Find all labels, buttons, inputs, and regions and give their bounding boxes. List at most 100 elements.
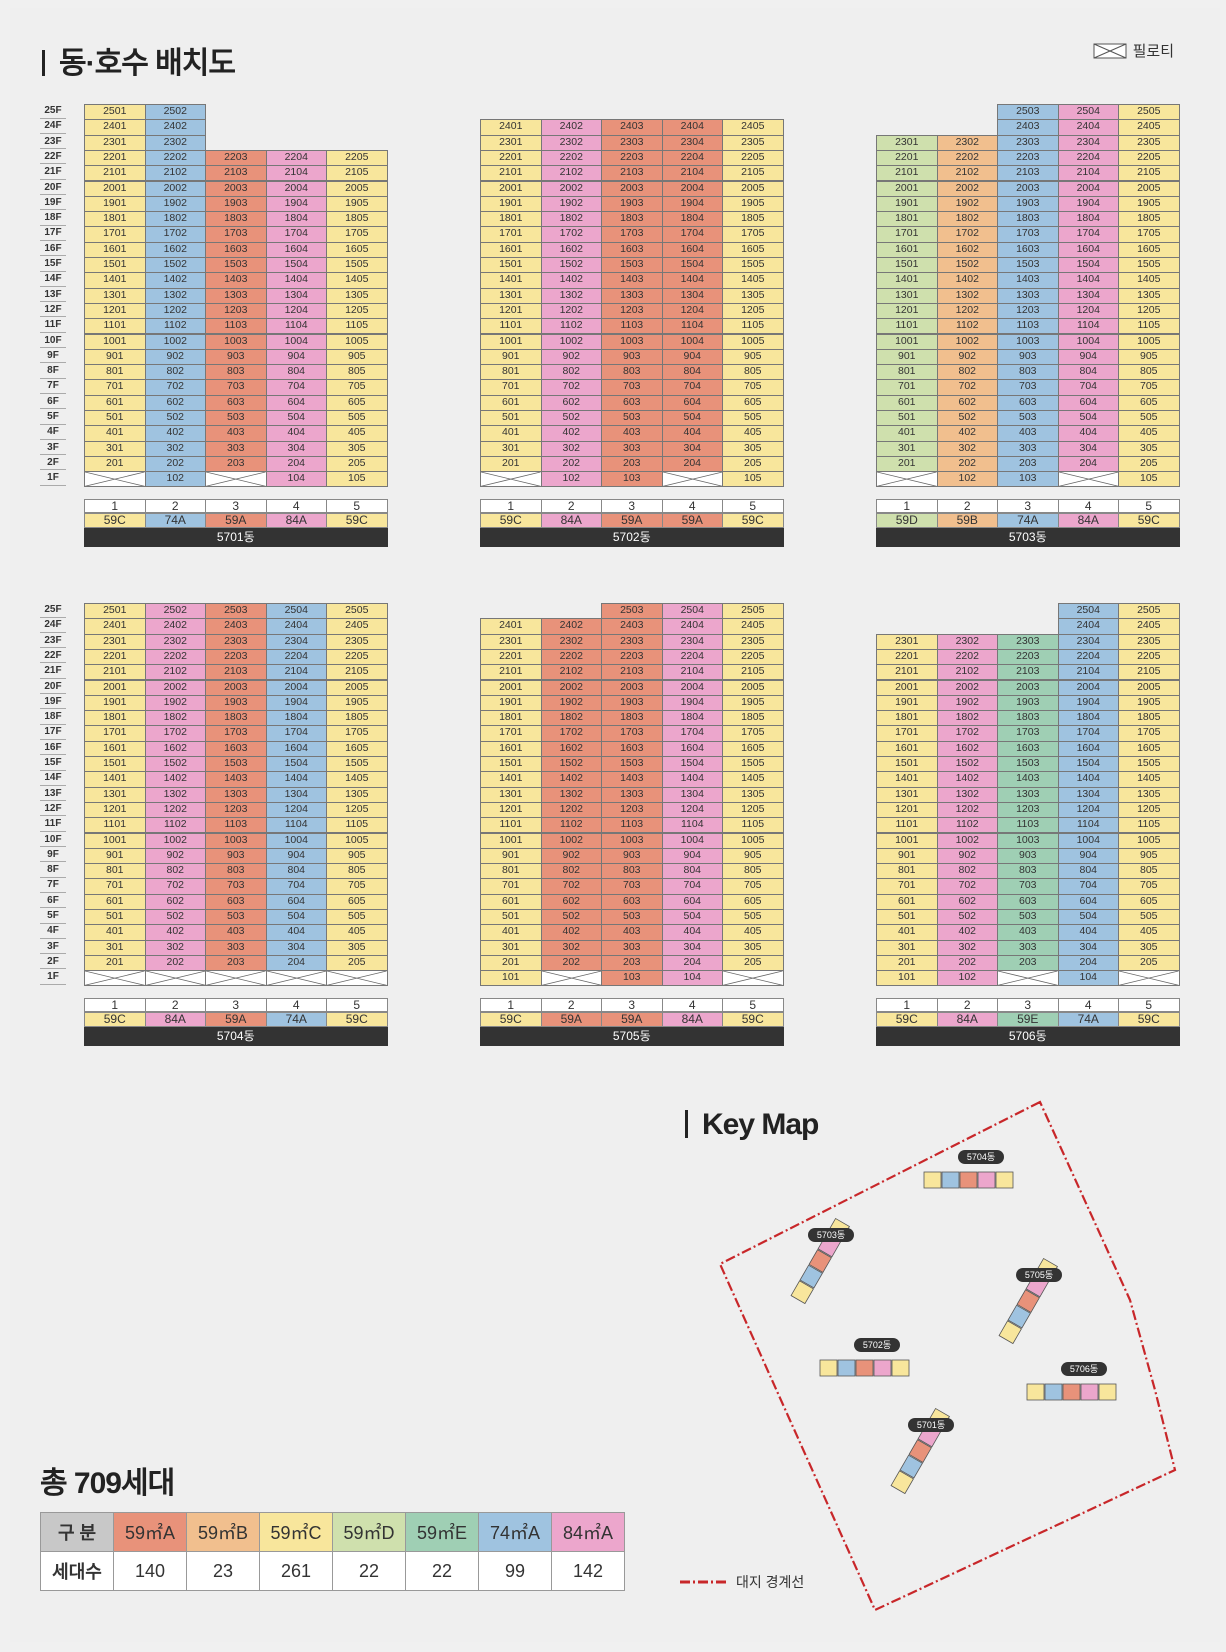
floor-label: 22F <box>40 150 66 165</box>
unit-cell: 402 <box>540 924 602 941</box>
unit-cell: 403 <box>997 425 1059 442</box>
unit-type: 59C <box>722 1011 784 1027</box>
unit-cell: 1502 <box>936 756 998 773</box>
unit-cell: 2103 <box>205 165 267 182</box>
unit-cell: 502 <box>936 909 998 926</box>
unit-cell: 1104 <box>265 817 327 834</box>
unit-cell: 601 <box>84 893 146 910</box>
unit-cell: 1601 <box>480 740 542 757</box>
unit-cell: 2301 <box>876 134 938 151</box>
unit-cell: 1405 <box>1118 272 1180 289</box>
unit-cell: 505 <box>326 909 388 926</box>
unit-cell: 305 <box>326 440 388 457</box>
unit-cell: 2204 <box>265 149 327 167</box>
summary-type-header: 59㎡E <box>405 1512 479 1552</box>
unit-cell: 1102 <box>540 318 602 335</box>
unit-cell: 203 <box>601 455 663 473</box>
unit-cell: 503 <box>601 410 663 427</box>
unit-type: 59C <box>722 512 784 528</box>
unit-cell: 1201 <box>84 302 146 320</box>
unit-cell: 2003 <box>601 679 663 696</box>
unit-cell: 2001 <box>84 679 146 696</box>
unit-cell: 1501 <box>876 756 938 773</box>
unit-cell: 1004 <box>661 832 723 849</box>
floor-label: 7F <box>40 878 66 893</box>
unit-cell: 1002 <box>540 333 602 350</box>
unit-cell: 1705 <box>722 725 784 742</box>
unit-cell: 2204 <box>1057 648 1119 666</box>
unit-cell: 802 <box>936 863 998 880</box>
unit-cell: 1205 <box>1118 302 1180 320</box>
unit-cell: 2204 <box>661 648 723 666</box>
floor-label: 5F <box>40 410 66 425</box>
unit-cell: 101 <box>480 970 542 987</box>
unit-cell: 1501 <box>84 257 146 274</box>
line-number: 2 <box>144 498 206 513</box>
unit-cell: 2401 <box>480 618 542 635</box>
unit-cell: 401 <box>480 425 542 442</box>
unit-cell: 1805 <box>1118 710 1180 727</box>
key-map-unit <box>837 1359 856 1377</box>
unit-cell: 2003 <box>205 679 267 696</box>
unit-cell: 302 <box>936 939 998 956</box>
unit-cell: 1704 <box>265 226 327 243</box>
unit-cell: 901 <box>84 348 146 366</box>
unit-cell: 405 <box>1118 924 1180 941</box>
unit-cell: 702 <box>540 379 602 396</box>
unit-cell: 504 <box>661 909 723 926</box>
unit-type: 59C <box>480 512 542 528</box>
unit-cell: 1202 <box>144 302 206 320</box>
unit-cell: 802 <box>540 364 602 381</box>
unit-cell: 701 <box>84 379 146 396</box>
unit-cell: 2302 <box>540 134 602 151</box>
piloti-icon <box>1093 43 1127 58</box>
unit-type: 59D <box>876 512 938 528</box>
unit-cell: 902 <box>540 348 602 366</box>
unit-cell: 603 <box>997 893 1059 910</box>
unit-cell: 1505 <box>722 756 784 773</box>
unit-cell: 303 <box>205 939 267 956</box>
summary-type-header: 59㎡D <box>332 1512 406 1552</box>
unit-cell: 1501 <box>480 257 542 274</box>
unit-cell: 803 <box>601 364 663 381</box>
unit-cell: 1305 <box>722 786 784 803</box>
unit-cell: 2203 <box>205 149 267 167</box>
unit-cell: 102 <box>936 471 998 488</box>
unit-cell: 804 <box>661 364 723 381</box>
floor-label: 25F <box>40 104 66 119</box>
building-name: 5701동 <box>84 527 388 547</box>
unit-cell: 1001 <box>84 832 146 849</box>
unit-cell: 1404 <box>1057 272 1119 289</box>
floor-label: 1F <box>40 471 66 486</box>
unit-cell: 1802 <box>936 710 998 727</box>
unit-cell: 1001 <box>876 333 938 350</box>
unit-cell: 1804 <box>265 211 327 228</box>
unit-cell: 1503 <box>601 257 663 274</box>
summary-type-header: 74㎡A <box>478 1512 552 1552</box>
unit-cell: 2301 <box>84 633 146 650</box>
unit-cell: 1705 <box>1118 725 1180 742</box>
unit-type: 84A <box>144 1011 206 1027</box>
unit-cell: 1005 <box>722 333 784 350</box>
unit-cell: 1803 <box>997 710 1059 727</box>
unit-cell: 703 <box>601 379 663 396</box>
unit-cell: 2004 <box>265 180 327 197</box>
unit-cell: 2002 <box>540 679 602 696</box>
unit-cell: 1502 <box>540 756 602 773</box>
unit-cell: 604 <box>265 893 327 910</box>
unit-cell: 2103 <box>205 664 267 681</box>
floor-label: 6F <box>40 395 66 410</box>
floor-label: 24F <box>40 119 66 134</box>
unit-cell: 2203 <box>997 648 1059 666</box>
unit-cell: 2303 <box>601 134 663 151</box>
unit-cell: 1104 <box>661 318 723 335</box>
floor-label: 14F <box>40 771 66 786</box>
unit-cell: 2103 <box>997 165 1059 182</box>
unit-cell: 1901 <box>480 195 542 213</box>
unit-cell: 1405 <box>1118 771 1180 788</box>
summary-type-header: 84㎡A <box>551 1512 625 1552</box>
unit-cell: 1303 <box>205 786 267 803</box>
unit-cell: 1602 <box>936 740 998 757</box>
key-map-label-bg <box>1016 1268 1062 1282</box>
